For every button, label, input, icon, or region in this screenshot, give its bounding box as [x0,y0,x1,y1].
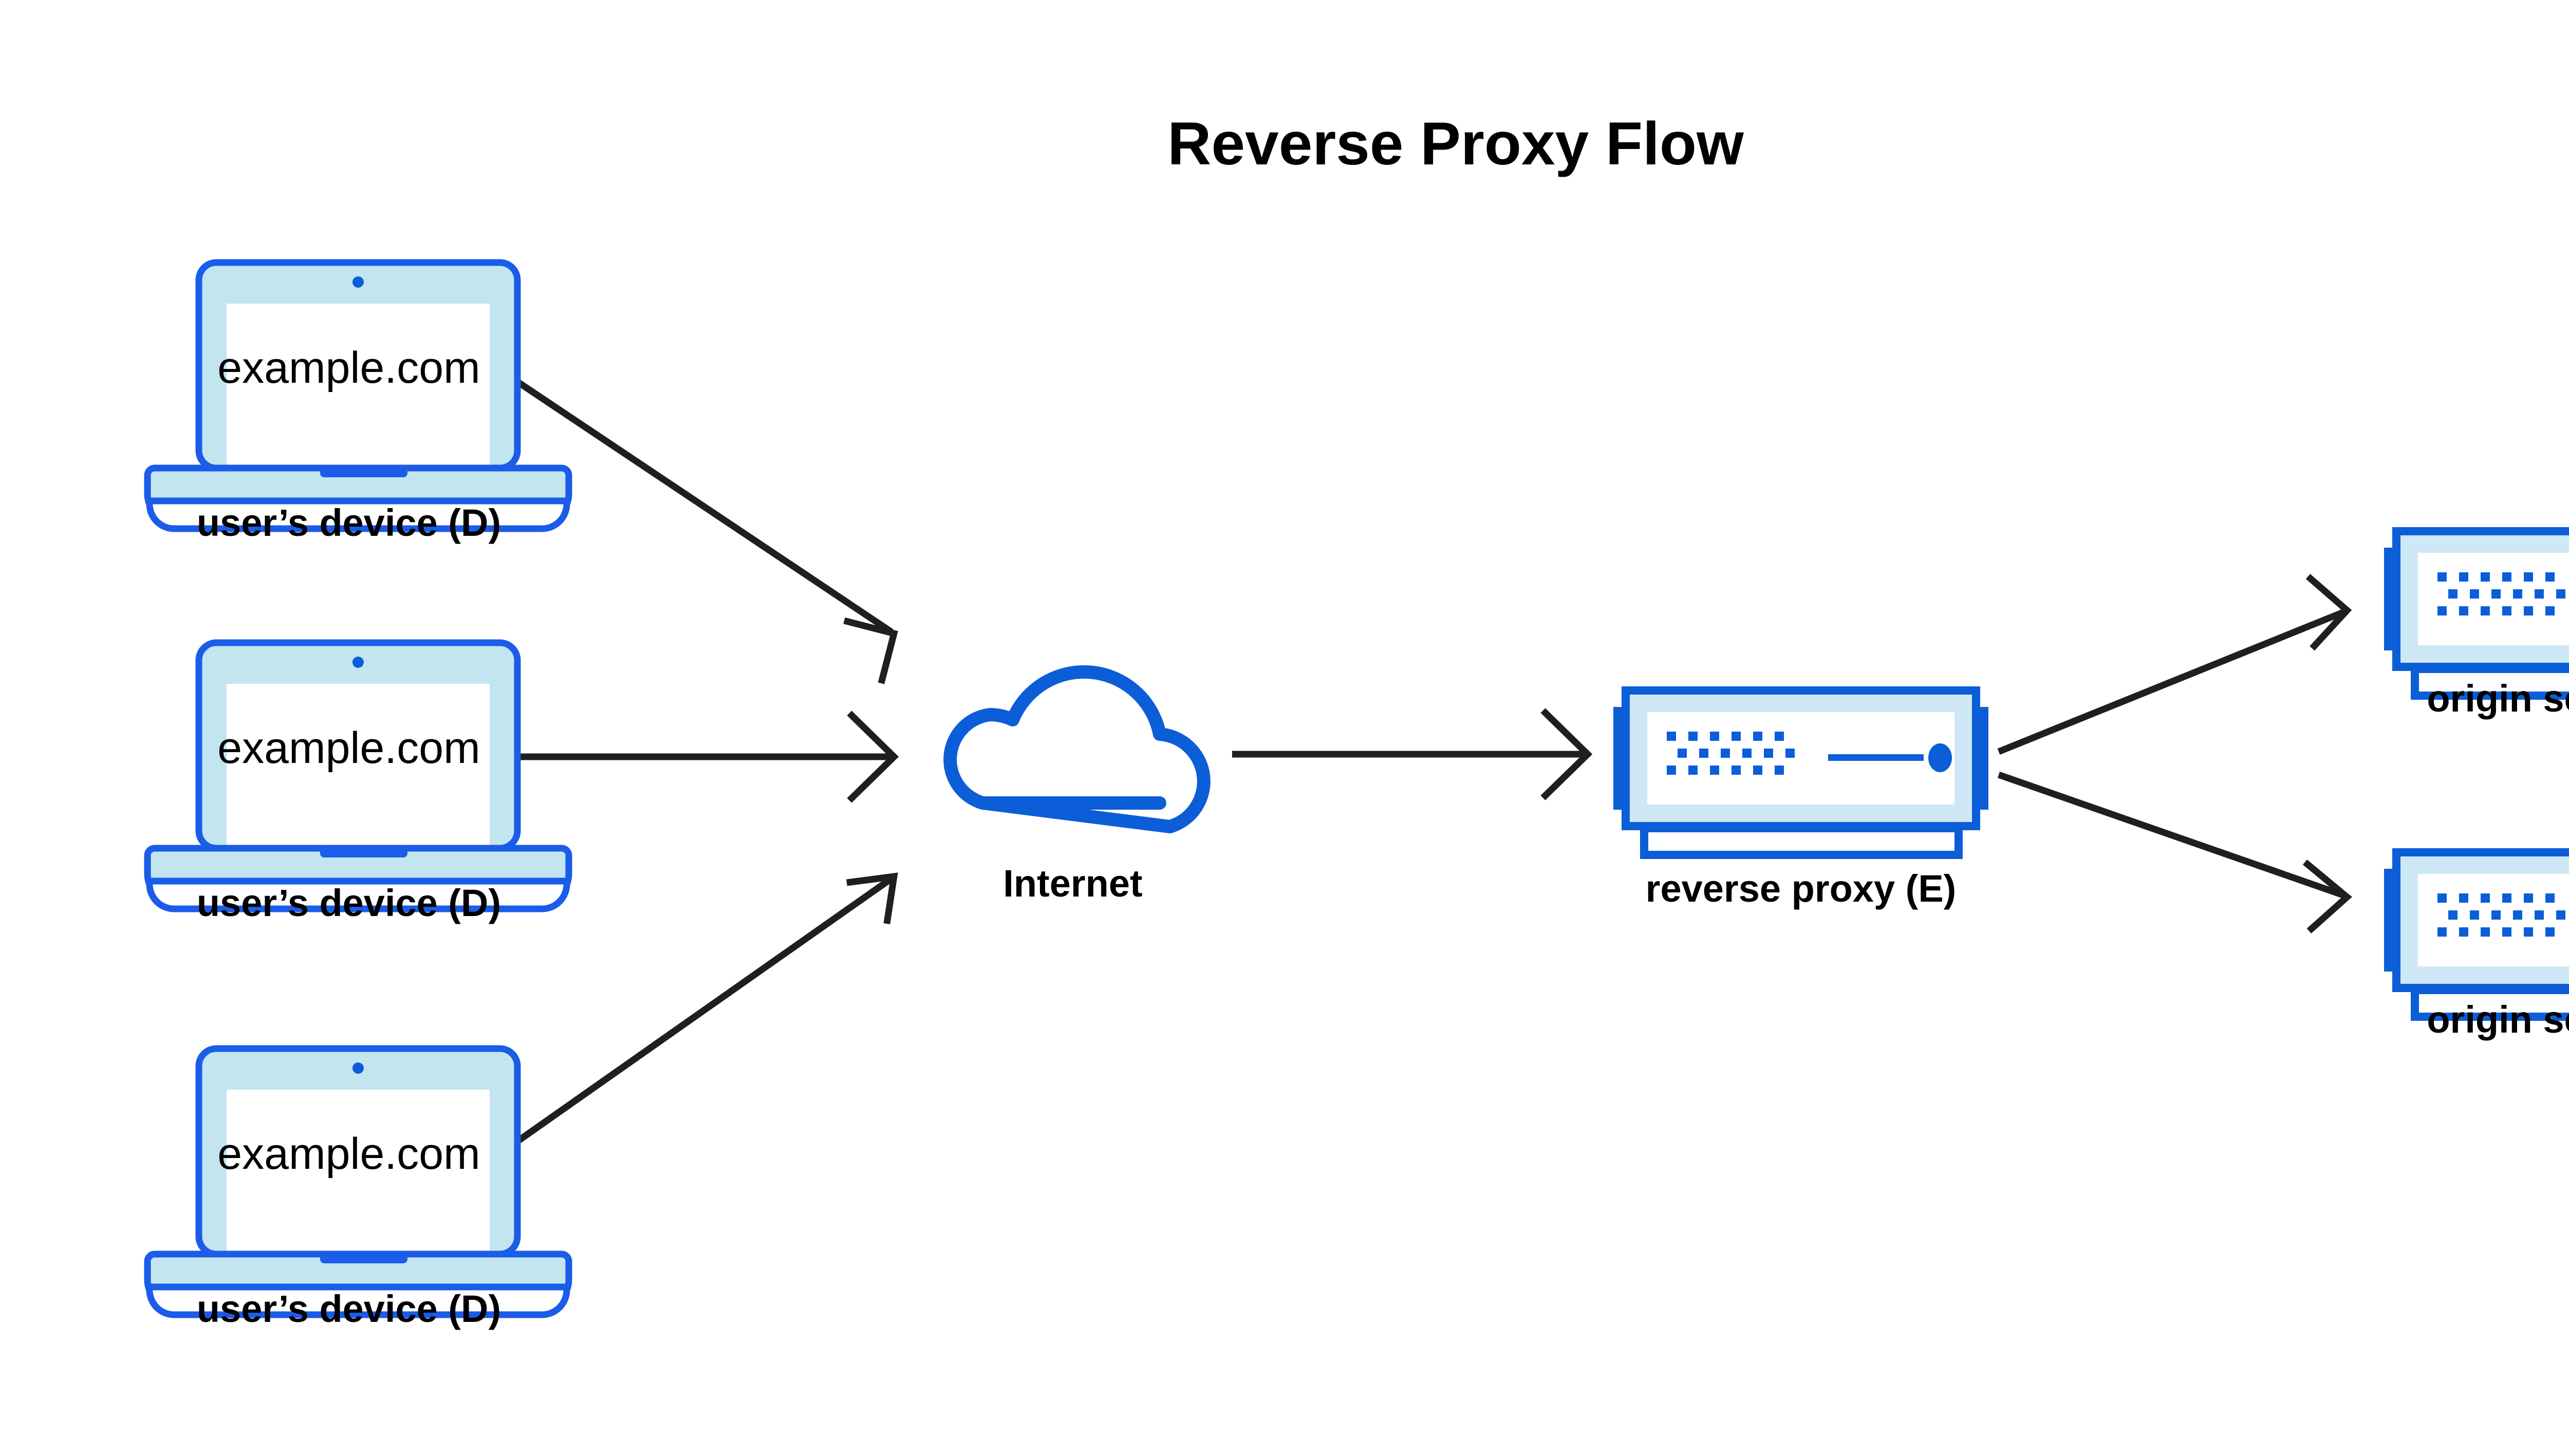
laptop-icon [147,643,569,909]
node-origin-1[interactable]: origin server (F) [2384,531,2569,720]
server-icon [1613,690,1988,855]
node-client-2[interactable]: example.com user’s device (D) [147,643,569,924]
server-icon [2384,852,2569,1017]
client-screen-url: example.com [217,723,480,773]
client-screen-url: example.com [217,1129,480,1179]
origin-server-label: origin server (F) [2427,998,2569,1041]
internet-label: Internet [1003,862,1142,905]
edge-internet-proxy [1232,708,1593,800]
edge-proxy-origin1 [1997,574,2352,755]
client-label: user’s device (D) [197,501,501,544]
page-title: Reverse Proxy Flow [1167,110,1744,178]
laptop-icon [147,263,569,529]
reverse-proxy-label: reverse proxy (E) [1646,867,1957,910]
client-label: user’s device (D) [197,882,501,924]
node-reverse-proxy[interactable]: reverse proxy (E) [1613,690,1988,910]
node-client-1[interactable]: example.com user’s device (D) [147,263,569,544]
client-screen-url: example.com [217,343,480,393]
edge-client1-internet [509,375,898,684]
node-client-3[interactable]: example.com user’s device (D) [147,1049,569,1330]
edge-client3-internet [509,872,898,1149]
laptop-icon [147,1049,569,1315]
edge-proxy-origin2 [1997,771,2352,934]
cloud-icon [950,672,1204,827]
edge-client2-internet [509,711,899,803]
node-origin-2[interactable]: origin server (F) [2384,852,2569,1041]
client-label: user’s device (D) [197,1287,501,1330]
origin-server-label: origin server (F) [2427,677,2569,720]
node-internet[interactable]: Internet [950,672,1204,905]
edges-layer [509,375,2352,1149]
server-icon [2384,531,2569,696]
